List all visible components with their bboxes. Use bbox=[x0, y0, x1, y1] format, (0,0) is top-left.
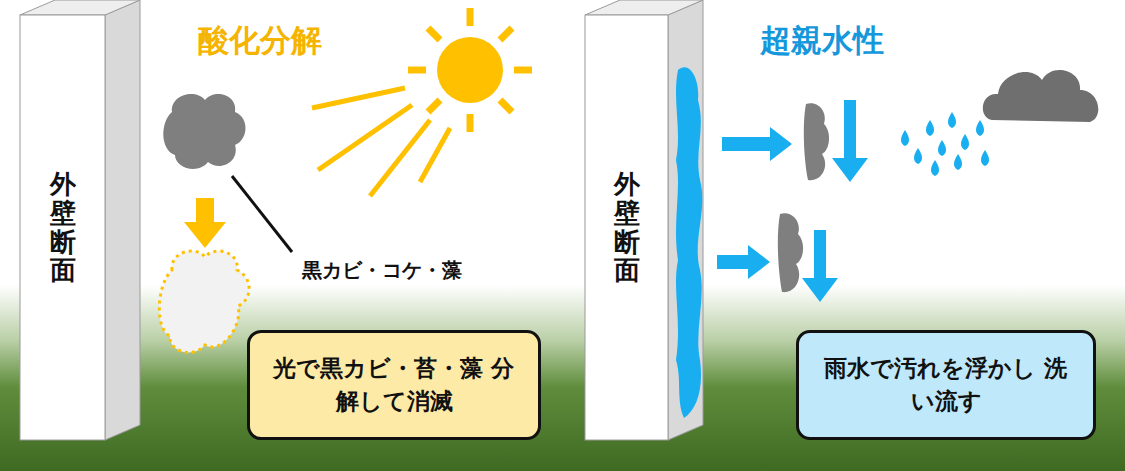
section-heading: 酸化分解 bbox=[198, 20, 322, 62]
dirt-label: 黒カビ・コケ・藻 bbox=[302, 257, 462, 284]
rain-drops bbox=[901, 112, 989, 176]
vanished-dirt bbox=[159, 251, 249, 352]
effect-box: 光で黒カビ・苔・藻 分解して消滅 bbox=[247, 330, 541, 440]
wall-label: 外壁断面 bbox=[50, 170, 76, 284]
wall-section: 外壁断面 bbox=[20, 15, 105, 440]
wall-label: 外壁断面 bbox=[614, 170, 640, 284]
leader-line bbox=[232, 176, 292, 252]
section-heading: 超親水性 bbox=[760, 20, 884, 62]
dirt-pieces bbox=[778, 103, 829, 292]
rain-cloud bbox=[983, 70, 1098, 122]
wall-left bbox=[20, 0, 140, 440]
wall-section: 外壁断面 bbox=[585, 15, 668, 440]
sun bbox=[312, 8, 532, 196]
down-arrow bbox=[184, 198, 226, 248]
box-text: 光で黒カビ・苔・藻 分解して消滅 bbox=[266, 352, 522, 419]
wall-right bbox=[585, 0, 703, 440]
blue-arrows bbox=[717, 100, 868, 302]
dirt-cloud bbox=[163, 94, 245, 169]
water-film bbox=[676, 67, 702, 418]
effect-box: 雨水で汚れを浮かし 洗い流す bbox=[796, 330, 1096, 440]
box-text: 雨水で汚れを浮かし 洗い流す bbox=[815, 352, 1077, 419]
